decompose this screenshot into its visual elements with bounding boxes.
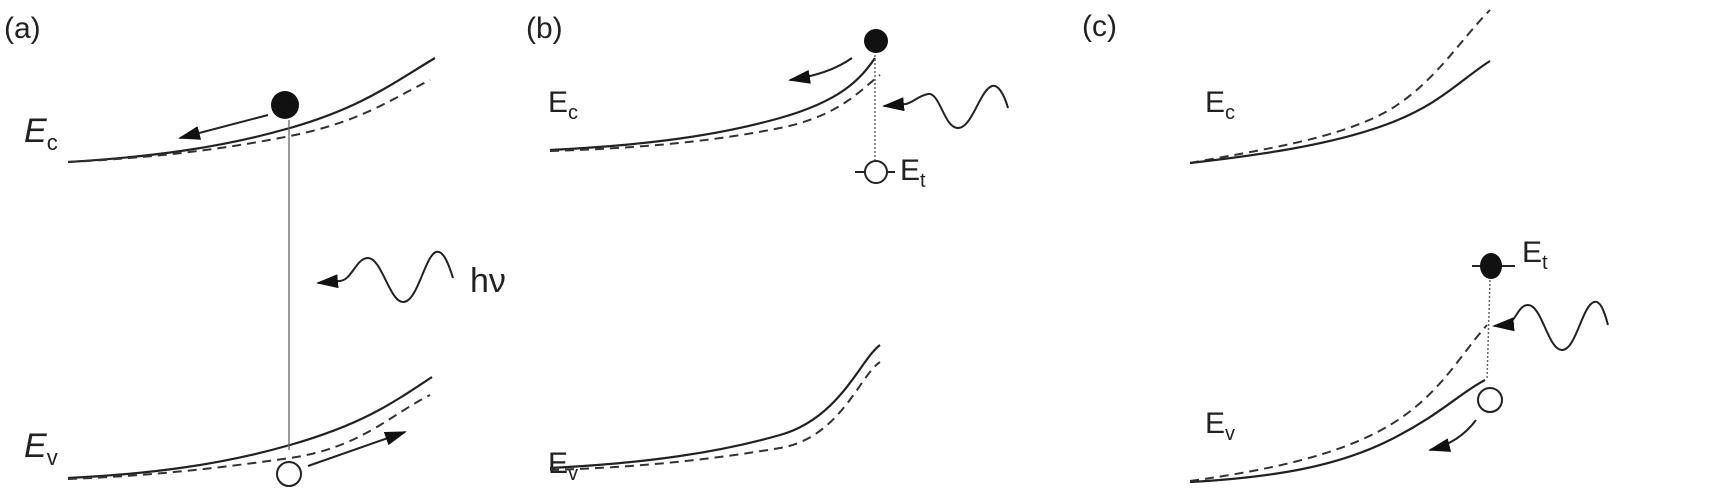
panel-a: (a) Ec Ev hν — [4, 12, 506, 487]
hole-icon — [276, 461, 302, 487]
conduction-band-label: Ec — [24, 112, 58, 155]
valence-band-label: Ev — [24, 427, 58, 470]
electron-icon — [864, 29, 888, 53]
conduction-band-solid — [67, 57, 436, 164]
trap-level-label: Et — [1522, 236, 1548, 274]
conduction-band-label: Ec — [548, 86, 578, 124]
panel-b: (b) Ec Ev Et — [526, 12, 1009, 485]
panel-c-label: (c) — [1082, 10, 1117, 43]
hole-drift-arrow — [307, 431, 407, 467]
hole-icon — [864, 160, 888, 184]
panel-a-label: (a) — [4, 12, 41, 45]
valence-band-solid — [67, 376, 433, 480]
conduction-band-solid — [1189, 60, 1491, 165]
conduction-band-dashed — [549, 74, 881, 152]
panel-b-label: (b) — [526, 12, 563, 45]
electron-drift-arrow — [788, 57, 853, 84]
valence-band-solid — [549, 344, 881, 470]
hole-icon — [1477, 387, 1503, 413]
conduction-band-solid — [549, 57, 876, 152]
valence-band-dashed — [1189, 324, 1488, 482]
photon-label: hν — [470, 262, 506, 300]
photon-wave-icon — [882, 84, 1009, 130]
panel-c: (c) Ec Ev Et — [1082, 9, 1609, 484]
valence-band-solid — [1189, 379, 1486, 484]
trap-level-label: Et — [900, 154, 926, 192]
electron-icon — [1480, 253, 1502, 279]
valence-band-dashed — [549, 361, 881, 471]
valence-band-label: Ev — [548, 447, 578, 485]
electron-icon — [271, 91, 299, 119]
conduction-band-dashed — [1189, 9, 1491, 164]
transition-line — [1486, 279, 1491, 381]
photon-wave-icon — [1492, 300, 1609, 352]
valence-band-label: Ev — [1205, 407, 1235, 445]
photon-wave-icon — [316, 250, 454, 303]
conduction-band-dashed — [67, 79, 431, 163]
electron-drift-arrow — [178, 114, 269, 140]
conduction-band-label: Ec — [1205, 86, 1235, 124]
hole-drift-arrow — [1428, 419, 1477, 452]
valence-band-dashed — [67, 394, 431, 480]
